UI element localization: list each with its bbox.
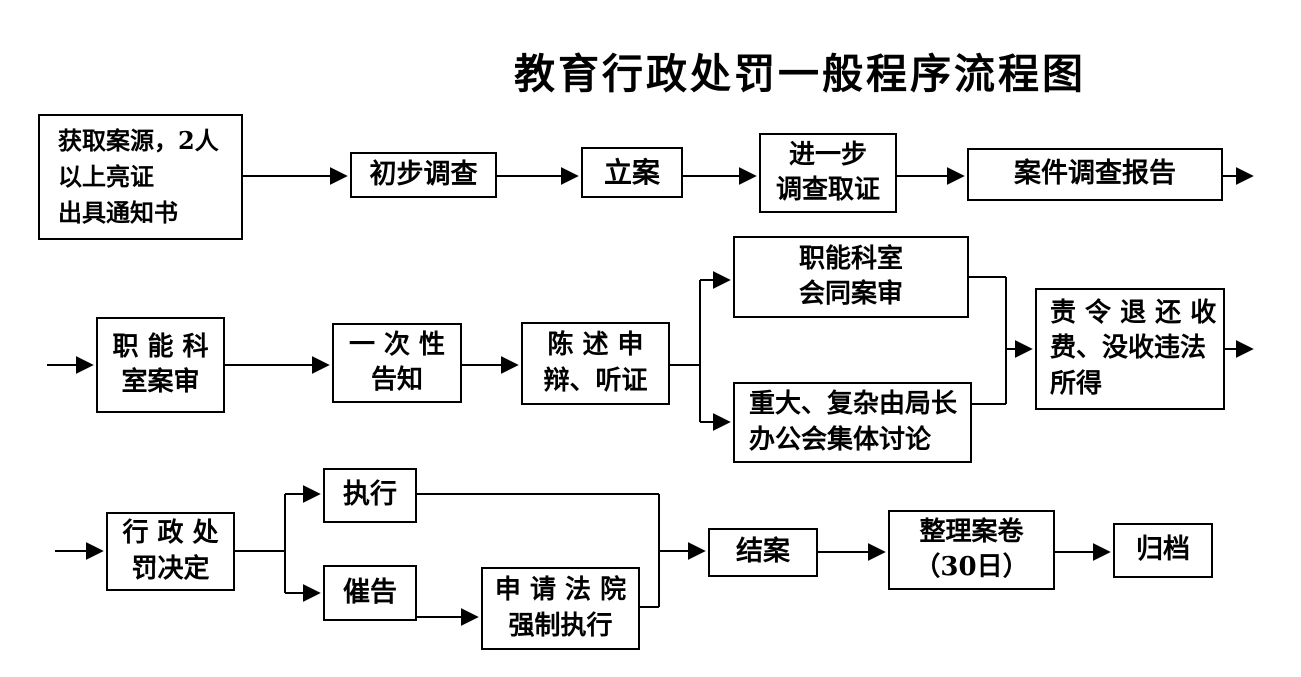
node-line: 出具通知书: [58, 198, 178, 227]
node-line: 获取案源，2人: [58, 126, 219, 155]
node-archiving: 归档: [1113, 523, 1213, 578]
node-case-filing: 立案: [581, 147, 683, 198]
node-execution: 执行: [323, 468, 417, 523]
node-further-investigation: 进一步 调查取证: [759, 133, 897, 213]
node-urging-notice: 催告: [323, 565, 417, 621]
node-line: 所得: [1050, 368, 1103, 399]
node-line: 案件调查报告: [1014, 158, 1176, 190]
node-line: 申 请 法 院: [494, 575, 627, 606]
node-court-enforcement: 申 请 法 院 强制执行: [481, 567, 640, 650]
node-line: 重大、复杂由局长: [749, 389, 958, 420]
node-line: 结案: [736, 536, 790, 568]
node-line: 会同案审: [798, 279, 903, 309]
node-penalty-decision: 行 政 处 罚决定: [106, 512, 235, 591]
node-line: 罚决定: [131, 553, 210, 584]
node-line: 办公会集体讨论: [749, 424, 932, 455]
node-order-refund-confiscate: 责 令 退 还 收 费、没收违法 所得: [1035, 288, 1225, 410]
node-case-closure: 结案: [708, 528, 818, 577]
node-major-case-discussion: 重大、复杂由局长 办公会集体讨论: [733, 382, 972, 463]
node-line: （30日）: [914, 552, 1029, 582]
node-line: 陈 述 申: [547, 330, 644, 361]
node-line: 初步调查: [369, 158, 478, 190]
node-line: 执行: [343, 479, 397, 511]
node-line: 职 能 科: [112, 331, 209, 362]
node-case-source: 获取案源，2人 以上亮证 出具通知书: [38, 114, 243, 240]
node-line: 费、没收违法: [1050, 333, 1207, 364]
page-title: 教育行政处罚一般程序流程图: [514, 50, 1086, 98]
node-organize-case-files: 整理案卷 （30日）: [888, 510, 1055, 590]
node-line: 一 次 性: [348, 329, 446, 360]
node-statement-defense-hearing: 陈 述 申 辩、听证: [521, 322, 670, 405]
node-investigation-report: 案件调查报告: [967, 148, 1223, 201]
node-line: 行 政 处: [122, 518, 219, 549]
node-line: 以上亮证: [58, 162, 154, 191]
node-line: 责 令 退 还 收: [1050, 298, 1217, 329]
node-one-time-notification: 一 次 性 告知: [332, 323, 462, 403]
node-line: 辩、听证: [543, 365, 648, 396]
node-line: 调查取证: [775, 175, 880, 205]
node-line: 进一步: [788, 139, 867, 170]
node-line: 强制执行: [508, 610, 613, 641]
node-line: 催告: [343, 576, 397, 608]
node-preliminary-investigation: 初步调查: [350, 152, 497, 198]
node-line: 归档: [1136, 534, 1190, 566]
node-line: 立案: [603, 155, 660, 189]
node-line: 告知: [370, 365, 423, 395]
node-line: 室案审: [121, 367, 200, 397]
node-department-case-review: 职 能 科 室案审: [96, 317, 225, 413]
node-line: 整理案卷: [919, 516, 1024, 547]
node-line: 职能科室: [798, 243, 903, 274]
node-joint-case-review: 职能科室 会同案审: [733, 236, 969, 318]
